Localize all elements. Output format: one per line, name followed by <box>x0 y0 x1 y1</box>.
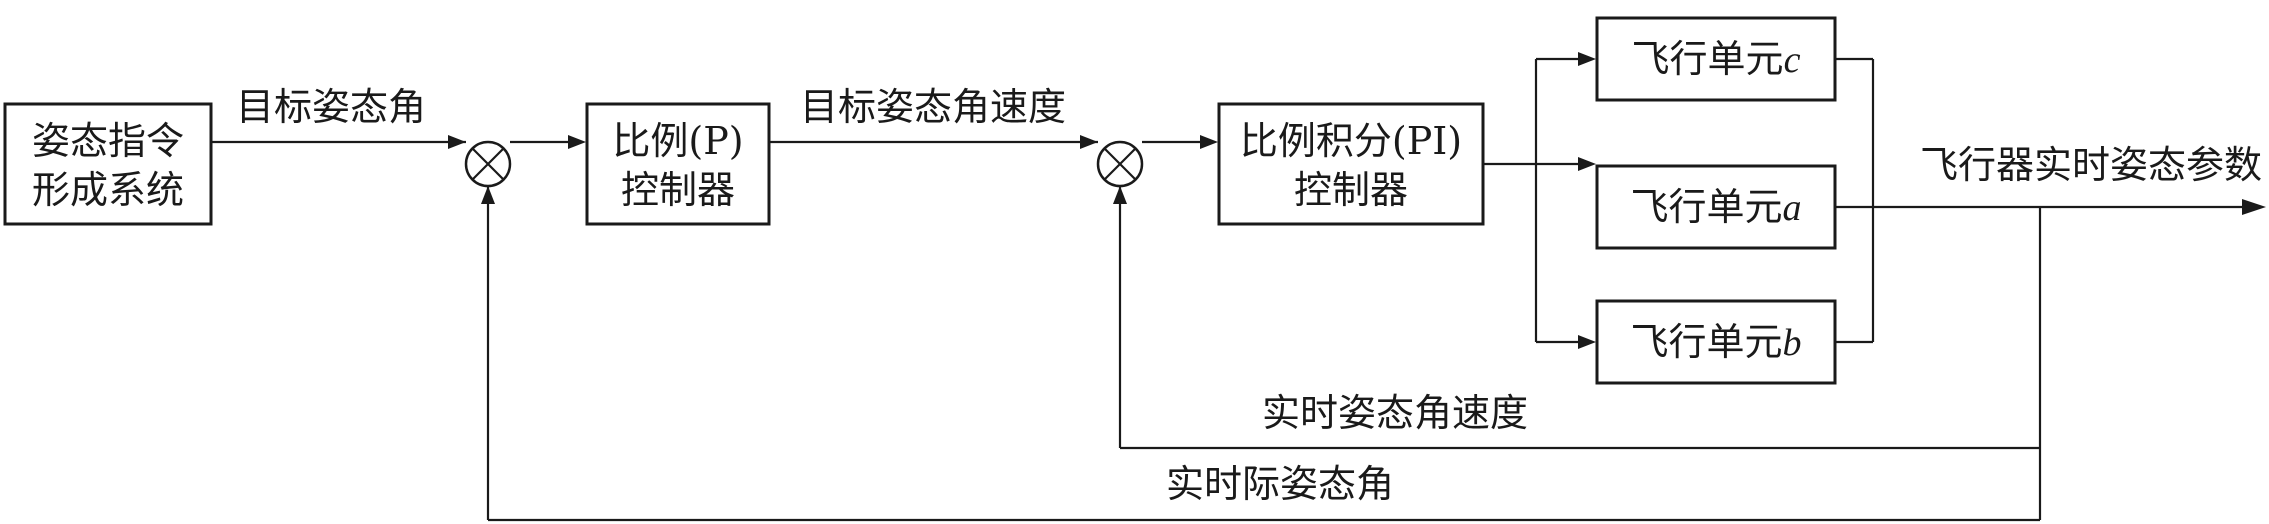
block-flight-unit-c: 飞行单元c <box>1595 16 1837 102</box>
arrow-into-p <box>568 135 586 149</box>
arrow-into-pi <box>1200 135 1218 149</box>
block-flight-unit-b: 飞行单元b <box>1595 299 1837 385</box>
label-feedback-rate: 实时姿态角速度 <box>1262 391 1528 435</box>
arrow-angle-feedback <box>481 186 495 204</box>
arrow-into-unit-a <box>1578 157 1596 171</box>
label-target-angle: 目标姿态角 <box>236 85 426 129</box>
block-pi-controller: 比例积分(PI) 控制器 <box>1217 102 1485 226</box>
label-output: 飞行器实时姿态参数 <box>1920 143 2262 187</box>
arrow-into-unit-b <box>1578 335 1596 349</box>
signal-wires <box>212 57 2242 522</box>
arrowheads <box>448 52 2266 349</box>
flight-unit-c-label: 飞行单元c <box>1632 37 1801 81</box>
arrow-into-unit-c <box>1578 52 1596 66</box>
block-flight-unit-a: 飞行单元a <box>1595 164 1837 250</box>
p-controller-line1: 比例(P) <box>612 119 743 163</box>
pi-controller-line1: 比例积分(PI) <box>1240 119 1462 163</box>
command-system-line2: 形成系统 <box>32 168 184 212</box>
block-p-controller: 比例(P) 控制器 <box>585 102 771 226</box>
summing-junction-1 <box>464 140 512 188</box>
label-target-rate: 目标姿态角速度 <box>800 85 1066 129</box>
pi-controller-line2: 控制器 <box>1294 168 1408 212</box>
label-feedback-angle: 实时际姿态角 <box>1166 462 1394 506</box>
arrow-rate-feedback <box>1113 186 1127 204</box>
p-controller-line2: 控制器 <box>621 168 735 212</box>
summing-junction-2 <box>1096 140 1144 188</box>
arrow-output <box>2242 199 2266 215</box>
arrow-into-junction1 <box>448 135 466 149</box>
arrow-into-junction2 <box>1080 135 1098 149</box>
block-command-system: 姿态指令 形成系统 <box>3 102 213 226</box>
flight-unit-b-label: 飞行单元b <box>1630 320 1801 364</box>
flight-unit-a-label: 飞行单元a <box>1630 185 1801 229</box>
command-system-line1: 姿态指令 <box>32 119 184 163</box>
